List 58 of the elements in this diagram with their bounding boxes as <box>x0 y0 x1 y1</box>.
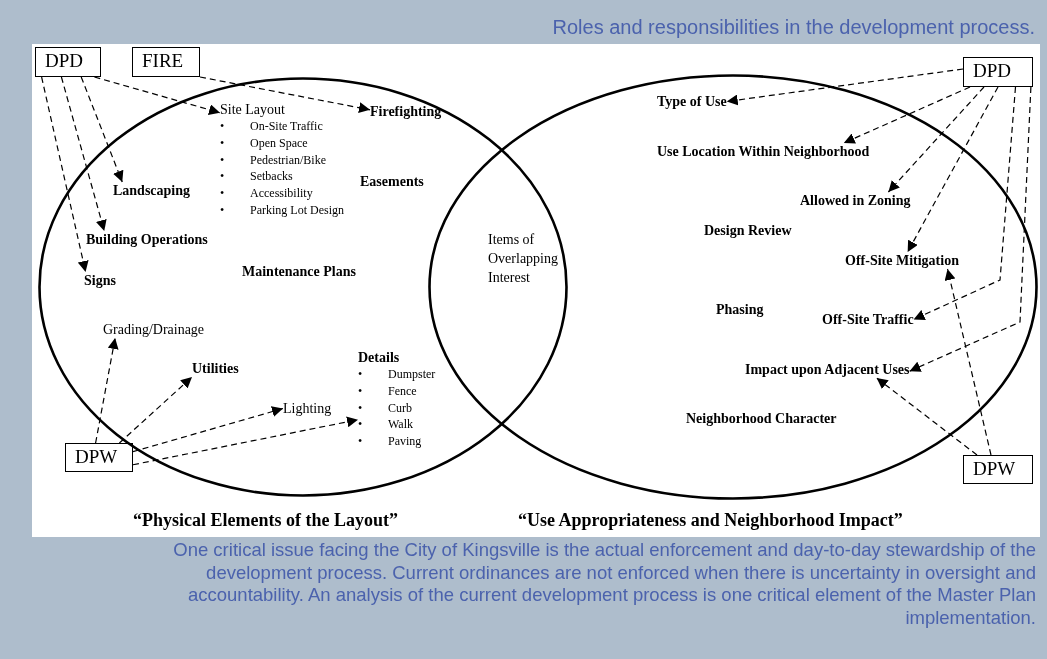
agency-box: DPD <box>35 47 101 77</box>
item-label: Landscaping <box>113 182 191 199</box>
item-label: Design Review <box>704 222 792 240</box>
bullet-item: • On-Site Traffic <box>220 118 324 135</box>
dashed-arrow <box>908 86 1032 372</box>
dashed-arrow <box>876 377 978 456</box>
list-heading: Details <box>358 349 401 366</box>
dashed-arrow <box>80 76 124 183</box>
title: Roles and responsibilities in the development process. <box>552 16 1035 39</box>
dashed-arrow <box>907 86 999 253</box>
bullet-item: • Dumpster <box>358 366 436 383</box>
caption: One critical issue facing the City of Kingsville is the actual enforcement and day-to-day stewardship of the development process. Current ordinances are not enforced when there is uncertainty in oversight and accountability. An analysis of the current development process is one critical element of the Master Plan implementation. <box>172 539 1036 629</box>
item-label: Maintenance Plans <box>242 263 356 281</box>
bullet-item: • Curb <box>358 399 413 417</box>
item-label: Grading/Drainage <box>103 321 205 338</box>
agency-box: DPD <box>963 57 1033 87</box>
dashed-arrow <box>913 86 1017 321</box>
dashed-arrow <box>944 268 992 456</box>
ellipse-heading: “Physical Elements of the Layout” <box>133 510 398 531</box>
bullet-item: • Pedestrian/Bike <box>220 151 327 169</box>
ellipse-heading: “Use Appropriateness and Neighborhood Impact” <box>518 510 903 531</box>
dashed-arrow <box>132 416 359 466</box>
bullet-item: • Parking Lot Design <box>220 202 344 219</box>
dashed-arrow <box>199 76 371 114</box>
bullet-item: • Setbacks <box>220 168 294 186</box>
item-label: Utilities <box>192 360 239 377</box>
bullet-item: • Fence <box>358 382 418 400</box>
dashed-arrow <box>132 406 284 453</box>
dashed-arrow <box>93 76 221 116</box>
item-label: Lighting <box>283 400 332 417</box>
agency-box: FIRE <box>132 47 200 77</box>
item-label: Allowed in Zoning <box>800 192 911 209</box>
agency-box: DPW <box>65 443 133 472</box>
agency-box: DPW <box>963 455 1033 484</box>
dashed-arrow <box>118 376 193 444</box>
item-label: Type of Use <box>657 93 727 110</box>
item-label: Phasing <box>716 301 764 319</box>
dashed-arrow <box>843 86 971 144</box>
dashed-arrow <box>726 68 964 106</box>
item-label: Off-Site Traffic <box>822 311 914 328</box>
item-label: Impact upon Adjacent Uses <box>745 361 910 378</box>
dashed-arrow <box>60 76 107 232</box>
dashed-arrow <box>95 337 119 444</box>
item-label: Building Operations <box>86 231 208 248</box>
dashed-arrow <box>887 86 985 193</box>
dashed-arrow <box>41 76 89 273</box>
list-heading: Site Layout <box>220 101 286 118</box>
bullet-item: • Paving <box>358 433 423 450</box>
item-label: Items of Overlapping Interest <box>488 231 559 287</box>
bullet-item: • Accessibility <box>220 185 314 202</box>
item-label: Signs <box>84 272 116 289</box>
item-label: Easements <box>360 173 424 191</box>
bullet-item: • Open Space <box>220 134 309 152</box>
item-label: Neighborhood Character <box>686 410 837 428</box>
item-label: Off-Site Mitigation <box>845 252 959 269</box>
bullet-item: • Walk <box>358 416 415 434</box>
item-label: Firefighting <box>370 103 442 120</box>
item-label: Use Location Within Neighborhood <box>657 143 870 160</box>
